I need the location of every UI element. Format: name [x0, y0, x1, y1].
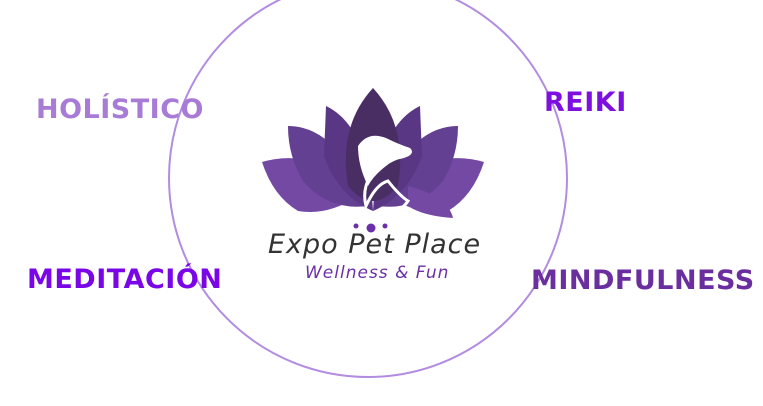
logo-subtitle: Wellness & Fun [305, 263, 450, 283]
lotus-pet-logo-icon [262, 88, 484, 233]
keyword-holistico: HOLÍSTICO [36, 94, 204, 125]
keyword-mindfulness: MINDFULNESS [531, 265, 755, 296]
keyword-meditacion: MEDITACIÓN [27, 264, 223, 295]
keyword-reiki: REIKI [544, 87, 627, 118]
decorative-circle [168, 0, 568, 378]
logo-title: Expo Pet Place [268, 229, 482, 260]
